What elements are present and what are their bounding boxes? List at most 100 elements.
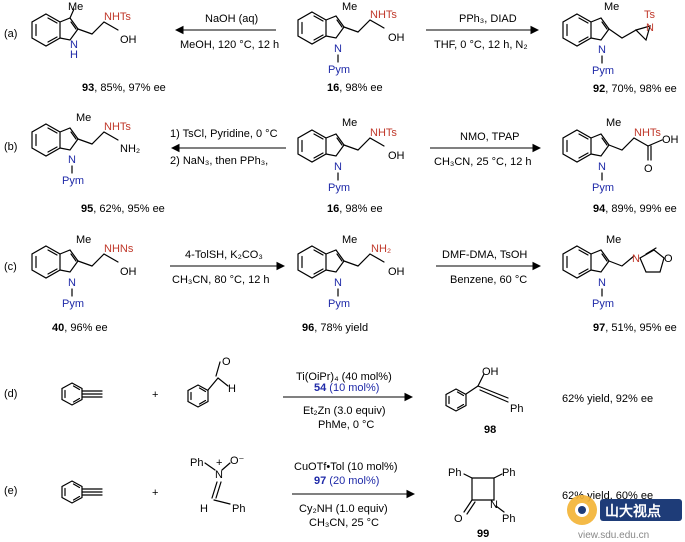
svg-text:2) NaN₃, then PPh₃,: 2) NaN₃, then PPh₃,: [170, 155, 268, 167]
benzaldehyde: O H: [187, 356, 236, 408]
molecule-97: Me N Pym N O 97, 51%, 95% ee: [562, 234, 677, 334]
svg-text:Me: Me: [68, 1, 83, 13]
svg-text:Ph: Ph: [232, 503, 245, 515]
svg-text:N: N: [334, 43, 342, 55]
molecule-92: Me N Pym Ts N 92, 70%, 98% ee: [562, 1, 677, 95]
svg-text:Ph: Ph: [448, 467, 461, 479]
molecule-94: Me N Pym NHTs OH O 94, 89%, 99% ee: [562, 117, 679, 215]
svg-text:96, 78% yield: 96, 78% yield: [302, 322, 368, 334]
row-d: (d) + O H Ti(OiPr)₄ (40 mol%) 54 (10 mol…: [4, 356, 653, 436]
svg-text:N: N: [70, 39, 78, 51]
row-label-a: (a): [4, 28, 17, 40]
phenylacetylene-d: [61, 382, 103, 406]
svg-text:Ts: Ts: [644, 9, 656, 21]
svg-text:OH: OH: [482, 366, 499, 378]
svg-text:Me: Me: [604, 1, 619, 13]
svg-text:PPh₃, DIAD: PPh₃, DIAD: [459, 13, 517, 25]
svg-text:Pym: Pym: [328, 64, 350, 76]
svg-text:Benzene, 60 °C: Benzene, 60 °C: [450, 274, 527, 286]
svg-text:Pym: Pym: [328, 182, 350, 194]
svg-text:OH: OH: [120, 266, 137, 278]
svg-text:CH₃CN, 80 °C, 12 h: CH₃CN, 80 °C, 12 h: [172, 274, 270, 286]
svg-text:NHTs: NHTs: [104, 121, 131, 133]
svg-text:O: O: [222, 356, 231, 368]
row-a: (a) Me N H NHTs OH 93, 85%, 97% ee NaOH …: [4, 1, 677, 95]
molecule-40: Me N Pym NHNs OH 40, 96% ee: [31, 234, 137, 334]
svg-text:Me: Me: [342, 1, 357, 13]
svg-text:OH: OH: [120, 34, 137, 46]
svg-text:Pym: Pym: [62, 298, 84, 310]
row-c: (c) Me N Pym NHNs OH 40, 96% ee 4-TolSH,…: [4, 234, 677, 334]
svg-text:Pym: Pym: [62, 175, 84, 187]
watermark: 山大视点 view.sdu.edu.cn: [567, 495, 682, 541]
svg-text:40, 96% ee: 40, 96% ee: [52, 322, 108, 334]
svg-text:Ph: Ph: [502, 513, 515, 525]
row-label-c: (c): [4, 261, 17, 273]
svg-text:H: H: [200, 503, 208, 515]
svg-text:N: N: [334, 277, 342, 289]
row-label-d: (d): [4, 388, 17, 400]
svg-text:NHTs: NHTs: [370, 9, 397, 21]
svg-text:97, 51%, 95% ee: 97, 51%, 95% ee: [593, 322, 677, 334]
svg-text:NHTs: NHTs: [370, 127, 397, 139]
svg-text:NMO, TPAP: NMO, TPAP: [460, 131, 520, 143]
molecule-98: OH Ph 98: [445, 366, 523, 436]
result-d: 62% yield, 92% ee: [562, 393, 653, 405]
svg-text:CH₃CN, 25 °C, 12 h: CH₃CN, 25 °C, 12 h: [434, 156, 532, 168]
svg-text:CuOTf•Tol (10 mol%): CuOTf•Tol (10 mol%): [294, 461, 398, 473]
svg-text:view.sdu.edu.cn: view.sdu.edu.cn: [578, 530, 649, 541]
svg-text:MeOH, 120 °C, 12 h: MeOH, 120 °C, 12 h: [180, 39, 279, 51]
svg-text:NH₂: NH₂: [120, 143, 140, 155]
svg-text:OH: OH: [662, 134, 679, 146]
svg-text:92, 70%, 98% ee: 92, 70%, 98% ee: [593, 83, 677, 95]
svg-text:1) TsCl, Pyridine, 0 °C: 1) TsCl, Pyridine, 0 °C: [170, 128, 278, 140]
row-label-b: (b): [4, 141, 17, 153]
svg-text:O: O: [664, 253, 673, 265]
svg-text:H: H: [228, 383, 236, 395]
svg-text:N: N: [215, 469, 223, 481]
molecule-96: Me N Pym NH₂ OH 96, 78% yield: [297, 234, 405, 334]
svg-text:Pym: Pym: [592, 182, 614, 194]
svg-text:山大视点: 山大视点: [605, 503, 661, 519]
phenylacetylene-e: [61, 480, 103, 504]
svg-text:+: +: [216, 457, 222, 469]
svg-text:54 (10 mol%): 54 (10 mol%): [314, 382, 379, 394]
svg-text:OH: OH: [388, 32, 405, 44]
svg-text:Me: Me: [606, 234, 621, 246]
svg-text:95, 62%, 95% ee: 95, 62%, 95% ee: [81, 203, 165, 215]
svg-text:NH₂: NH₂: [371, 243, 391, 255]
svg-text:O: O: [454, 513, 463, 525]
svg-text:N: N: [334, 161, 342, 173]
svg-text:Ph: Ph: [190, 457, 203, 469]
svg-text:PhMe, 0 °C: PhMe, 0 °C: [318, 419, 374, 431]
svg-text:Me: Me: [606, 117, 621, 129]
svg-text:+: +: [152, 487, 158, 499]
svg-text:4-TolSH, K₂CO₃: 4-TolSH, K₂CO₃: [185, 249, 263, 261]
molecule-16-a: Me N Pym NHTs OH 16, 98% ee: [297, 1, 405, 94]
svg-text:Me: Me: [76, 112, 91, 124]
svg-text:Et₂Zn (3.0 equiv): Et₂Zn (3.0 equiv): [303, 405, 386, 417]
svg-text:DMF-DMA, TsOH: DMF-DMA, TsOH: [442, 249, 527, 261]
svg-text:Ph: Ph: [510, 403, 523, 415]
svg-text:N: N: [646, 22, 654, 34]
molecule-99: Ph Ph N O Ph 99: [448, 467, 515, 540]
svg-text:Pym: Pym: [328, 298, 350, 310]
svg-text:NaOH (aq): NaOH (aq): [205, 13, 258, 25]
row-label-e: (e): [4, 485, 17, 497]
molecule-95: Me N Pym NHTs NH₂ 95, 62%, 95% ee: [31, 112, 165, 215]
svg-text:97 (20 mol%): 97 (20 mol%): [314, 475, 379, 487]
svg-text:Cy₂NH (1.0 equiv): Cy₂NH (1.0 equiv): [299, 503, 388, 515]
svg-text:CH₃CN, 25 °C: CH₃CN, 25 °C: [309, 517, 379, 529]
svg-text:THF, 0 °C, 12 h, N₂: THF, 0 °C, 12 h, N₂: [434, 39, 528, 51]
svg-text:Me: Me: [76, 234, 91, 246]
svg-text:N: N: [68, 277, 76, 289]
svg-text:Pym: Pym: [592, 65, 614, 77]
svg-text:Ph: Ph: [502, 467, 515, 479]
svg-text:16, 98% ee: 16, 98% ee: [327, 82, 383, 94]
svg-text:94, 89%, 99% ee: 94, 89%, 99% ee: [593, 203, 677, 215]
svg-text:Me: Me: [342, 234, 357, 246]
row-e: (e) + Ph N + O⁻ H Ph CuOTf•Tol (10 mol%)…: [4, 455, 682, 541]
svg-text:N: N: [598, 161, 606, 173]
svg-text:Me: Me: [342, 117, 357, 129]
